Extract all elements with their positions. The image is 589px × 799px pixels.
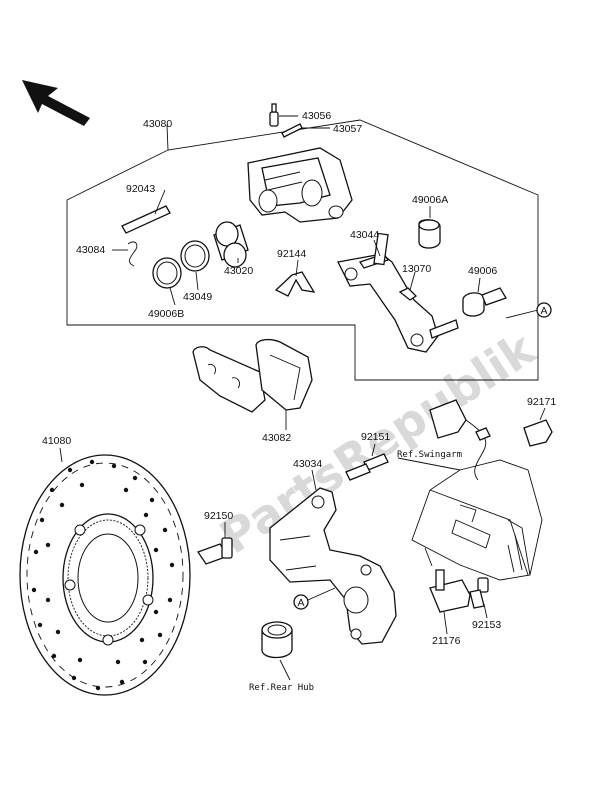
label-92151: 92151 bbox=[361, 431, 390, 443]
label-92150: 92150 bbox=[204, 510, 233, 522]
label-43084: 43084 bbox=[76, 244, 105, 256]
label-43034: 43034 bbox=[293, 458, 322, 470]
boot-49006A bbox=[418, 219, 441, 249]
label-43049: 43049 bbox=[183, 291, 212, 303]
caliper-bracket bbox=[337, 232, 459, 353]
caliper-body bbox=[247, 147, 353, 223]
leader-lines bbox=[59, 115, 546, 681]
label-43056: 43056 bbox=[302, 110, 331, 122]
label-43080: 43080 bbox=[143, 118, 172, 130]
pin-boot-49006 bbox=[462, 287, 507, 317]
collar-rear-hub bbox=[261, 621, 293, 659]
brake-disc bbox=[19, 454, 191, 696]
brake-pads bbox=[192, 338, 313, 413]
label-21176: 21176 bbox=[432, 635, 461, 647]
callout-a-lower: A bbox=[293, 594, 309, 610]
pad-spring bbox=[274, 271, 316, 297]
label-13070: 13070 bbox=[402, 263, 431, 275]
clip-13070 bbox=[398, 287, 418, 301]
label-92153: 92153 bbox=[472, 619, 501, 631]
bolt-92153 bbox=[469, 577, 489, 609]
bolt-92151 bbox=[345, 453, 389, 481]
label-43082: 43082 bbox=[262, 432, 291, 444]
bleeder-valve bbox=[269, 103, 279, 127]
label-49006B: 49006B bbox=[148, 308, 184, 320]
swingarm-reference bbox=[411, 459, 543, 581]
front-direction-arrow-icon bbox=[22, 80, 90, 126]
label-49006A: 49006A bbox=[412, 194, 448, 206]
abs-sensor-21176 bbox=[424, 547, 471, 613]
label-92144: 92144 bbox=[277, 248, 306, 260]
disc-drill-holes bbox=[31, 459, 175, 691]
label-92043: 92043 bbox=[126, 183, 155, 195]
svg-text:A: A bbox=[541, 305, 548, 317]
seal-43049 bbox=[180, 240, 210, 272]
caliper-mount-bracket bbox=[269, 487, 397, 645]
abs-sensor bbox=[429, 399, 491, 481]
label-43020: 43020 bbox=[224, 265, 253, 277]
label-43057: 43057 bbox=[333, 123, 362, 135]
bolt-92150 bbox=[197, 537, 233, 565]
label-41080: 41080 bbox=[42, 435, 71, 447]
bleeder-cap bbox=[281, 123, 303, 138]
hose-clip bbox=[523, 419, 553, 447]
label-49006: 49006 bbox=[468, 265, 497, 277]
label-43044: 43044 bbox=[350, 229, 379, 241]
label-92171: 92171 bbox=[527, 396, 556, 408]
svg-text:A: A bbox=[298, 597, 305, 609]
ref-rear-hub: Ref.Rear Hub bbox=[249, 683, 314, 693]
ref-swingarm: Ref.Swingarm bbox=[397, 450, 462, 460]
caliper-piston bbox=[213, 221, 249, 268]
callout-a-upper: A bbox=[536, 302, 552, 318]
pin-clip bbox=[127, 241, 138, 267]
part-labels: 43080 43056 43057 92043 43084 49006A 430… bbox=[42, 110, 556, 647]
caliper-assembly-frame bbox=[66, 119, 539, 381]
seal-49006B bbox=[152, 257, 182, 289]
caliper-pin bbox=[121, 205, 171, 234]
reference-labels: Ref.Swingarm Ref.Rear Hub bbox=[249, 450, 462, 693]
